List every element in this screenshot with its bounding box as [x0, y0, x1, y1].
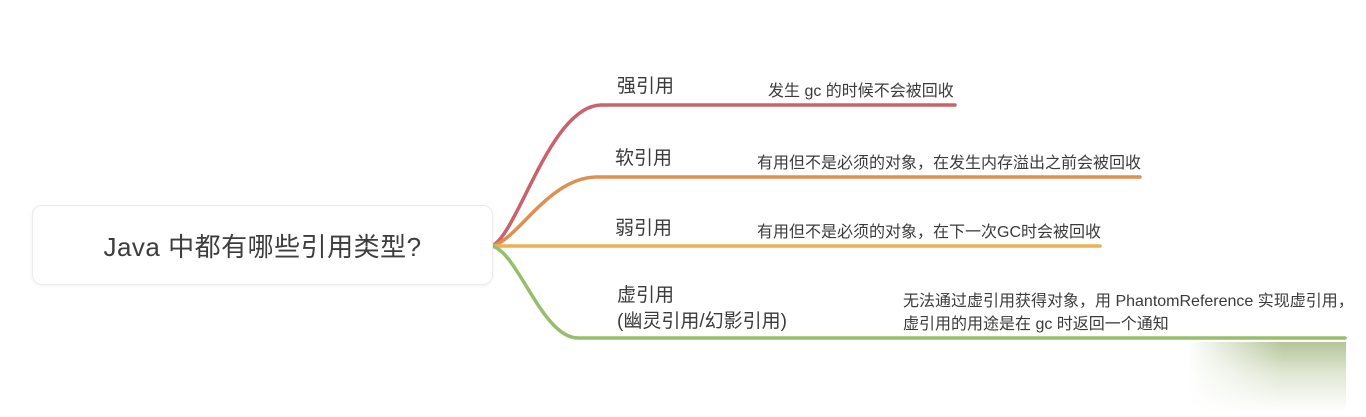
connector-strong-reference	[490, 103, 957, 248]
root-topic-node[interactable]: Java 中都有哪些引用类型?	[32, 205, 493, 285]
connector-phantom-reference	[490, 244, 1347, 340]
root-topic-label: Java 中都有哪些引用类型?	[103, 231, 422, 262]
watermark-fade	[1188, 342, 1346, 412]
branch-label-soft-reference[interactable]: 软引用	[615, 148, 673, 169]
branch-label-phantom-line1: 虚引用	[617, 285, 675, 306]
branch-note-phantom-reference[interactable]: 无法通过虚引用获得对象，用 PhantomReference 实现虚引用， 虚引…	[903, 290, 1354, 336]
branch-note-soft-reference[interactable]: 有用但不是必须的对象，在发生内存溢出之前会被回收	[757, 155, 1142, 172]
branch-note-strong-reference[interactable]: 发生 gc 的时候不会被回收	[768, 83, 954, 100]
branch-note-weak-reference[interactable]: 有用但不是必须的对象，在下一次GC时会被回收	[757, 224, 1102, 241]
branch-label-weak-reference[interactable]: 弱引用	[615, 218, 673, 239]
watermark-overlay	[1188, 342, 1346, 412]
branch-label-phantom-reference[interactable]: 虚引用 (幽灵引用/幻影引用)	[617, 283, 787, 335]
connector-soft-reference	[490, 175, 1142, 248]
branch-label-phantom-line2: (幽灵引用/幻影引用)	[617, 311, 787, 332]
branch-note-phantom-line1: 无法通过虚引用获得对象，用 PhantomReference 实现虚引用，	[903, 293, 1354, 310]
branch-label-strong-reference[interactable]: 强引用	[617, 76, 675, 97]
branch-note-phantom-line2: 虚引用的用途是在 gc 时返回一个通知	[903, 316, 1169, 333]
